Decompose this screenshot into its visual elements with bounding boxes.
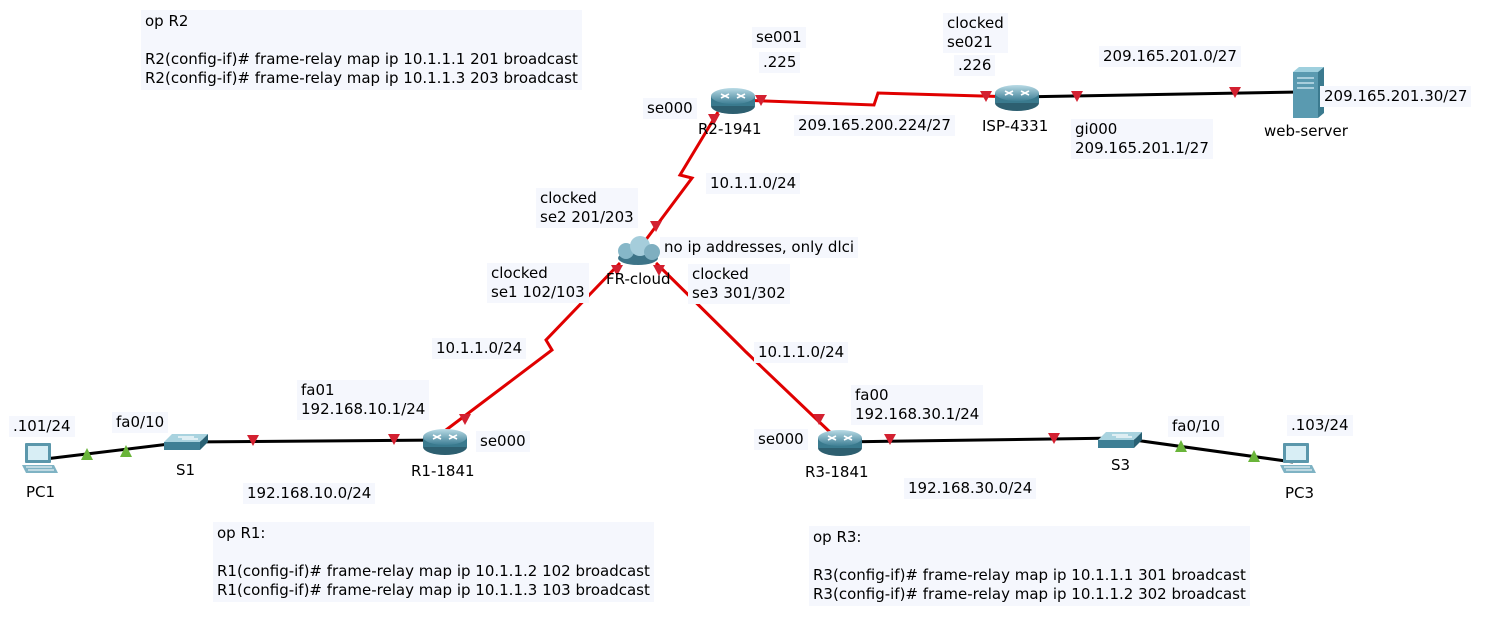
link-isp-webserver[interactable]	[1016, 90, 1301, 99]
device-label-pc1: PC1	[26, 483, 56, 501]
device-label-s1: S1	[176, 461, 196, 479]
label-fr-net-r2: 10.1.1.0/24	[706, 173, 801, 194]
label-lan1: 192.168.10.0/24	[243, 483, 376, 504]
link-down-marker	[247, 435, 259, 446]
link-down-marker	[459, 414, 471, 425]
link-status-markers	[81, 87, 1260, 462]
switch-s1-icon[interactable]	[163, 433, 209, 451]
link-s1-r1[interactable]	[185, 438, 446, 444]
label-r1-fa01: fa01 192.168.10.1/24	[297, 380, 430, 420]
label-fr-se3: clocked se3 301/302	[688, 264, 790, 304]
link-down-marker	[650, 221, 662, 232]
link-up-marker	[120, 445, 132, 457]
link-down-marker	[1229, 87, 1241, 98]
label-r2-225: .225	[759, 52, 801, 73]
label-pc1-ip: .101/24	[9, 416, 75, 437]
link-down-marker	[653, 265, 665, 276]
link-down-marker	[813, 414, 825, 425]
label-isp-gi000: gi000 209.165.201.1/27	[1071, 119, 1213, 159]
label-r3-se000: se000	[754, 429, 808, 450]
link-down-marker	[980, 91, 992, 102]
link-up-marker	[81, 448, 93, 460]
note-r3-config: op R3: R3(config-if)# frame-relay map ip…	[809, 526, 1250, 606]
label-s1-fa: fa0/10	[112, 412, 169, 433]
link-r2-isp[interactable]	[737, 91, 1018, 107]
device-label-pc3: PC3	[1285, 484, 1315, 502]
link-pc1-s1[interactable]	[44, 440, 187, 461]
link-down-marker	[755, 95, 767, 106]
device-label-r2: R2-1941	[698, 120, 762, 138]
link-down-marker	[1071, 91, 1083, 102]
link-frcloud-r3[interactable]	[654, 261, 835, 437]
router-r3-icon[interactable]	[817, 429, 863, 457]
label-fr-net-r1: 10.1.1.0/24	[432, 338, 527, 359]
label-r1-se000: se000	[476, 431, 530, 452]
router-isp-icon[interactable]	[994, 84, 1040, 112]
device-label-r1: R1-1841	[411, 462, 475, 480]
label-fr-se2: clocked se2 201/203	[536, 188, 638, 228]
router-r2-icon[interactable]	[710, 87, 756, 115]
device-label-isp: ISP-4331	[982, 117, 1049, 135]
switch-s3-icon[interactable]	[1097, 431, 1143, 449]
link-up-marker	[1175, 440, 1187, 452]
label-pc3-ip: .103/24	[1287, 415, 1353, 436]
link-down-marker	[611, 265, 623, 276]
label-r2-se001: se001	[752, 27, 806, 48]
label-r2-se000: se000	[643, 98, 697, 119]
device-label-r3: R3-1841	[805, 463, 869, 481]
device-label-s3: S3	[1111, 456, 1131, 474]
label-web-ip: 209.165.201.30/27	[1320, 86, 1472, 107]
label-net-wan: 209.165.200.224/27	[794, 115, 955, 136]
label-net-web: 209.165.201.0/27	[1099, 46, 1241, 67]
cloud-icon[interactable]	[618, 236, 660, 265]
label-lan3: 192.168.30.0/24	[904, 478, 1037, 499]
device-label-frcloud: FR-cloud	[606, 270, 671, 288]
device-label-webserver: web-server	[1264, 122, 1348, 140]
note-r1-config: op R1: R1(config-if)# frame-relay map ip…	[213, 522, 654, 602]
link-s3-pc3[interactable]	[1119, 436, 1294, 464]
server-icon[interactable]	[1293, 67, 1324, 118]
link-r2-frcloud[interactable]	[640, 111, 720, 246]
link-down-marker	[1048, 433, 1060, 444]
link-down-marker	[388, 434, 400, 445]
label-cloud-note: no ip addresses, only dlci	[660, 237, 859, 258]
link-down-marker	[884, 434, 896, 445]
router-r1-icon[interactable]	[422, 428, 468, 456]
link-down-marker	[708, 114, 720, 125]
link-up-marker	[1248, 450, 1260, 462]
link-r3-s3[interactable]	[839, 436, 1121, 444]
label-isp-se021: clocked se021	[943, 13, 1008, 53]
label-fr-net-r3: 10.1.1.0/24	[754, 342, 849, 363]
label-fr-se1: clocked se1 102/103	[487, 263, 589, 303]
label-isp-226: .226	[954, 55, 996, 76]
pc3-icon[interactable]	[1279, 442, 1317, 474]
note-r2-config: op R2 R2(config-if)# frame-relay map ip …	[141, 10, 582, 90]
label-r3-fa00: fa00 192.168.30.1/24	[851, 385, 984, 425]
label-s3-fa: fa0/10	[1168, 416, 1225, 437]
